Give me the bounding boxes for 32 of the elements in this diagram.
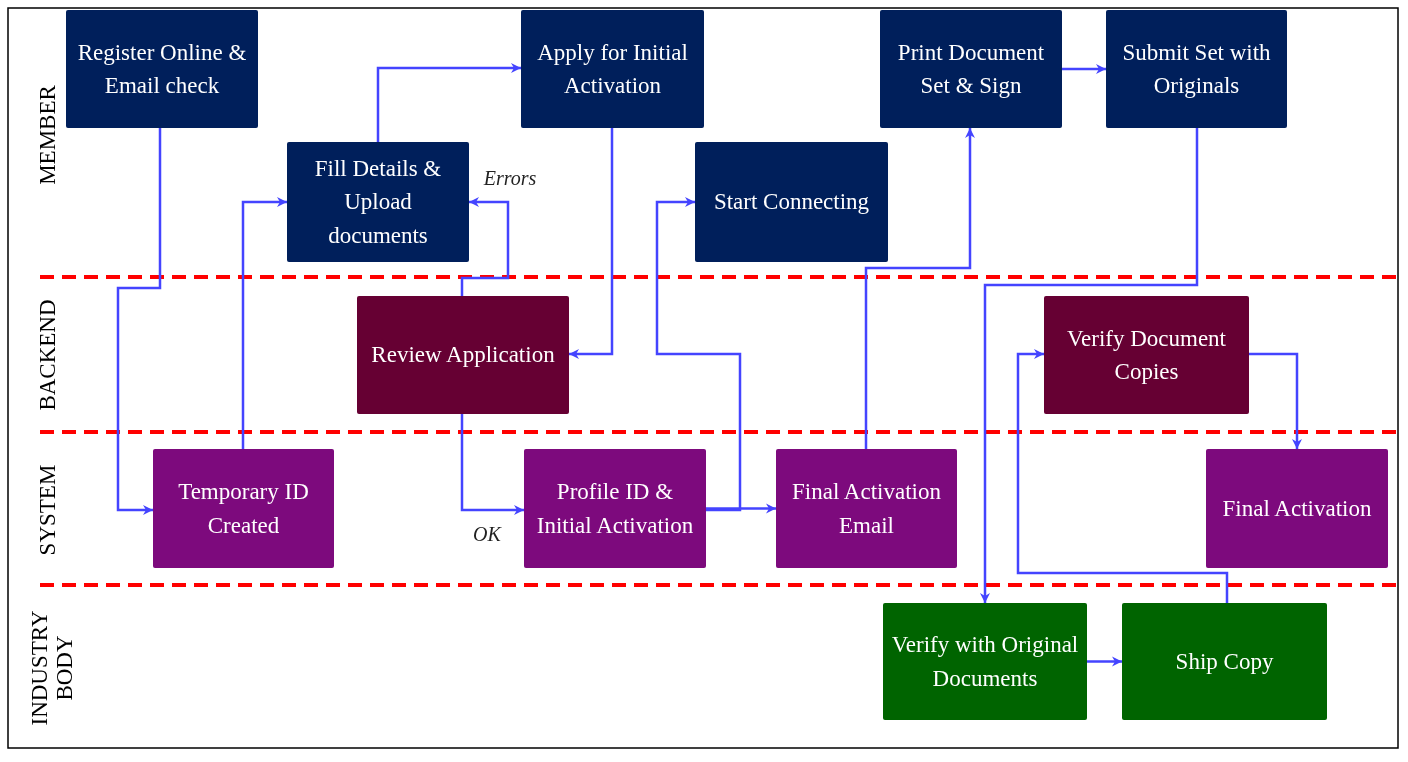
lane-label: INDUSTRY BODY <box>26 609 78 728</box>
arrow <box>655 197 742 512</box>
process-box: Verify with Original Documents <box>883 603 1087 720</box>
process-box: Apply for Initial Activation <box>521 10 704 128</box>
lane-label: MEMBER <box>35 85 61 185</box>
arrow <box>376 63 521 142</box>
process-box: Temporary ID Created <box>153 449 334 568</box>
arrow <box>241 197 287 449</box>
arrow <box>980 128 1199 603</box>
arrow <box>116 128 162 515</box>
process-box: Ship Copy <box>1122 603 1327 720</box>
arrow <box>706 503 776 514</box>
lane-label: SYSTEM <box>35 464 61 556</box>
arrow <box>1016 349 1229 603</box>
process-box: Review Application <box>357 296 569 414</box>
arrow <box>460 414 524 515</box>
process-box: Profile ID & Initial Activation <box>524 449 706 568</box>
arrow <box>864 128 975 449</box>
process-box: Print Document Set & Sign <box>880 10 1062 128</box>
process-box: Register Online & Email check <box>66 10 258 128</box>
process-box: Fill Details & Upload documents <box>287 142 469 262</box>
process-box: Start Connecting <box>695 142 888 262</box>
arrow <box>460 197 510 296</box>
arrow <box>569 128 614 359</box>
arrow <box>1062 64 1106 74</box>
arrow <box>1087 656 1122 667</box>
process-box: Final Activation <box>1206 449 1388 568</box>
process-box: Final Activation Email <box>776 449 957 568</box>
arrow <box>1249 352 1302 449</box>
process-box: Verify Document Copies <box>1044 296 1249 414</box>
process-box: Submit Set with Originals <box>1106 10 1287 128</box>
lane-label: BACKEND <box>35 299 61 411</box>
